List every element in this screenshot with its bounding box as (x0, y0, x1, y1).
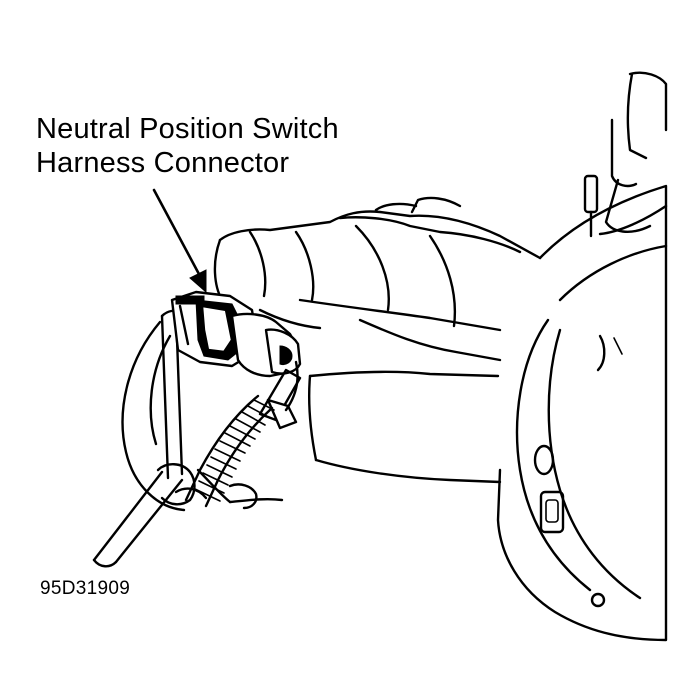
leader-arrow-icon (152, 188, 207, 294)
upper-bracket (583, 71, 668, 238)
figure-id-label: 95D31909 (40, 578, 131, 599)
corrugated-tube (184, 394, 275, 508)
shift-rod (92, 463, 258, 568)
callout-line-2: Harness Connector (36, 147, 290, 179)
harness-connector (170, 290, 302, 378)
bell-housing (496, 184, 668, 642)
connector-callout-label: Neutral Position Switch Harness Connecto… (36, 112, 339, 180)
callout-line-1: Neutral Position Switch (36, 113, 339, 145)
wire-harness (184, 360, 302, 508)
